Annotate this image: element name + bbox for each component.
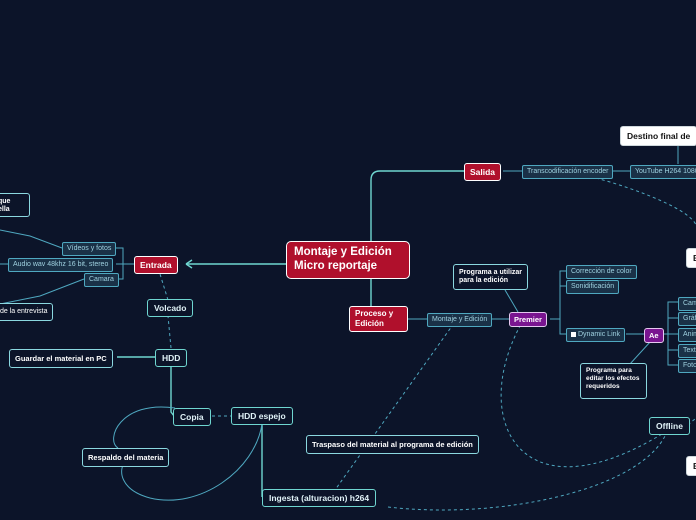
entrada-node[interactable]: Entrada [134,256,178,275]
traspaso-node[interactable]: Traspaso del material al programa de edi… [306,435,479,454]
camara-node[interactable]: Camara [84,273,119,288]
connector-transcod-loop [595,177,696,226]
hdd-node[interactable]: HDD [155,349,188,368]
programa-utilizar-line1: Programa a utilizar [459,269,523,276]
copia-node[interactable]: Copia [173,408,211,427]
connector-volcado-entrada [159,273,169,301]
programa-efectos-line2: editar los efectos [586,374,640,382]
salida-node[interactable]: Salida [464,163,502,182]
ae-child-graf[interactable]: Gráf [678,312,696,327]
ae-child-cam[interactable]: Cam [678,297,696,312]
dynamic-link-node[interactable]: Dynamic Link [566,328,626,343]
connector-ingesta-offline [387,433,667,511]
audio-node[interactable]: Audio wav 48khz 16 bit, stereo [8,258,114,273]
programa-efectos-line1: Programa para [586,367,632,374]
connector-ae-programa [629,340,652,365]
proceso-edicion-node[interactable]: Proceso y Edición [349,306,408,332]
connector-entrada-videos [116,247,134,265]
connector-ingesta-montaje [329,325,453,498]
connector-espejo-curve [121,423,263,501]
ae-child-anim[interactable]: Anim [678,328,696,343]
respaldo-node[interactable]: Respaldo del materia [82,448,170,467]
programa-efectos-line3: requeridos [586,382,620,390]
proceso-line1: Proceso y [355,309,394,318]
hdd-espejo-node[interactable]: HDD espejo [231,407,293,426]
connector-entrada-arrow [185,259,193,269]
ae-child-foto[interactable]: Foto [678,359,696,374]
ae-node[interactable]: Ae [644,328,664,343]
connector-premier-correccion [550,270,566,320]
entrada-bottom-note[interactable]: de la entrevista [0,303,54,322]
central-topic-line2: Micro reportaje [294,259,378,272]
offline-node[interactable]: Offline [649,417,690,436]
connector-premier-programa [504,289,519,313]
connector-hdd-volcado [167,315,172,349]
ae-child-text[interactable]: Text [678,344,696,359]
destino-final-node[interactable]: Destino final de [620,126,696,147]
connector-ae-foto [667,334,678,366]
guardar-pc-node[interactable]: Guardar el material en PC [9,349,113,368]
edge-node-right-2[interactable]: E [686,456,696,477]
connector-videos-note [0,229,63,249]
connector-central-salida [370,170,464,241]
correccion-color-node[interactable]: Corrección de color [566,265,637,280]
premier-node[interactable]: Premier [509,312,547,327]
connector-copia-respaldo [113,406,176,449]
programa-utilizar-line2: para la edición [459,277,509,285]
central-topic[interactable]: Montaje y Edición Micro reportaje [286,241,410,279]
ingesta-node[interactable]: Ingesta (alturacion) h264 [262,489,377,508]
montaje-edicion-node[interactable]: Montaje y Edición [427,313,493,328]
transcodificacion-node[interactable]: Transcodificación encoder [522,165,614,180]
connector-premier-dynamic [559,319,566,335]
programa-efectos-node[interactable]: Programa para editar los efectos requeri… [580,363,647,399]
dynamic-link-label: Dynamic Link [578,331,621,338]
programa-utilizar-node[interactable]: Programa a utilizar para la edición [453,264,529,290]
videos-fotos-node[interactable]: Vídeos y fotos [62,242,117,257]
youtube-node[interactable]: YouTube H264 1080 [630,165,696,180]
dynamic-link-icon [571,331,576,337]
connector-camara-note [0,278,85,305]
sonidificacion-node[interactable]: Sonidificación [566,280,620,295]
volcado-node[interactable]: Volcado [147,299,194,318]
edge-node-right-1[interactable]: E [686,248,696,269]
central-topic-line1: Montaje y Edición [294,246,392,258]
proceso-line2: Edición [355,318,384,328]
